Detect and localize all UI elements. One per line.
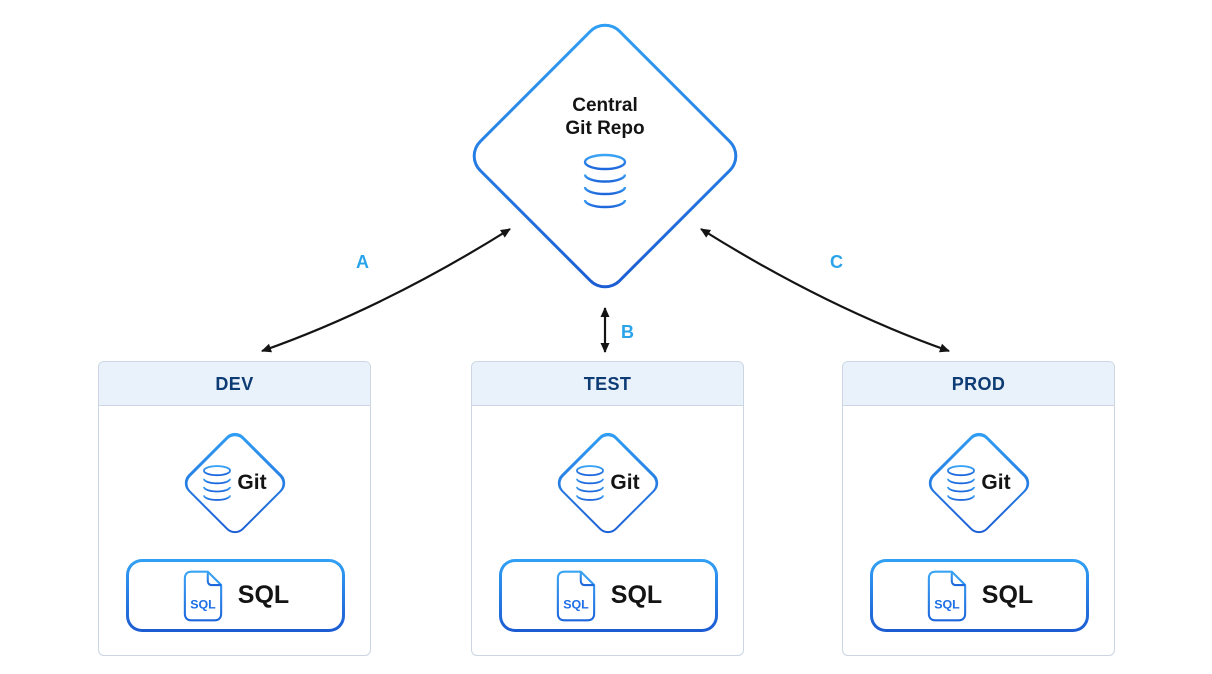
sql-node-prod: SQL SQL (870, 559, 1089, 632)
git-label: Git (237, 471, 267, 494)
sql-node-fill (502, 562, 715, 629)
database-icon (203, 465, 232, 501)
git-node-content-test: Git (472, 464, 743, 502)
arrow-a (261, 228, 511, 353)
sql-node-content-test: SQL SQL (499, 559, 718, 632)
sql-node-fill (873, 562, 1086, 629)
env-header-test: TEST (472, 362, 743, 406)
central-title-line1: Central (572, 95, 638, 116)
sql-file-icon-text: SQL (563, 597, 589, 611)
sql-file-icon-text: SQL (934, 597, 960, 611)
git-label: Git (610, 471, 640, 494)
sql-node-test: SQL SQL (499, 559, 718, 632)
arrow-label-b: B (621, 322, 634, 342)
git-node-content-prod: Git (843, 464, 1114, 502)
env-box-prod: PROD Git (842, 361, 1115, 656)
sql-label: SQL (610, 581, 663, 609)
central-git-repo-content: Central Git Repo (505, 94, 705, 209)
sql-file-icon: SQL (183, 570, 222, 621)
sql-label: SQL (981, 581, 1034, 609)
database-icon (947, 465, 976, 501)
env-box-dev: DEV Git (98, 361, 371, 656)
sql-label: SQL (237, 581, 290, 609)
sql-node-fill (129, 562, 342, 629)
sql-file-icon: SQL (556, 570, 595, 621)
env-header-dev: DEV (99, 362, 370, 406)
arrow-label-a: A (356, 252, 369, 272)
arrow-c (700, 228, 950, 353)
sql-file-icon: SQL (927, 570, 966, 621)
central-title-line2: Git Repo (565, 118, 645, 139)
sql-node-dev: SQL SQL (126, 559, 345, 632)
git-node-content-dev: Git (99, 464, 370, 502)
env-header-prod: PROD (843, 362, 1114, 406)
env-box-test: TEST Git (471, 361, 744, 656)
arrow-label-c: C (830, 252, 843, 272)
sql-node-content-prod: SQL SQL (870, 559, 1089, 632)
database-icon (583, 153, 627, 209)
git-label: Git (981, 471, 1011, 494)
central-git-repo-title: Central Git Repo (505, 94, 705, 140)
sql-file-icon-text: SQL (190, 597, 216, 611)
sql-node-content-dev: SQL SQL (126, 559, 345, 632)
database-icon (576, 465, 605, 501)
